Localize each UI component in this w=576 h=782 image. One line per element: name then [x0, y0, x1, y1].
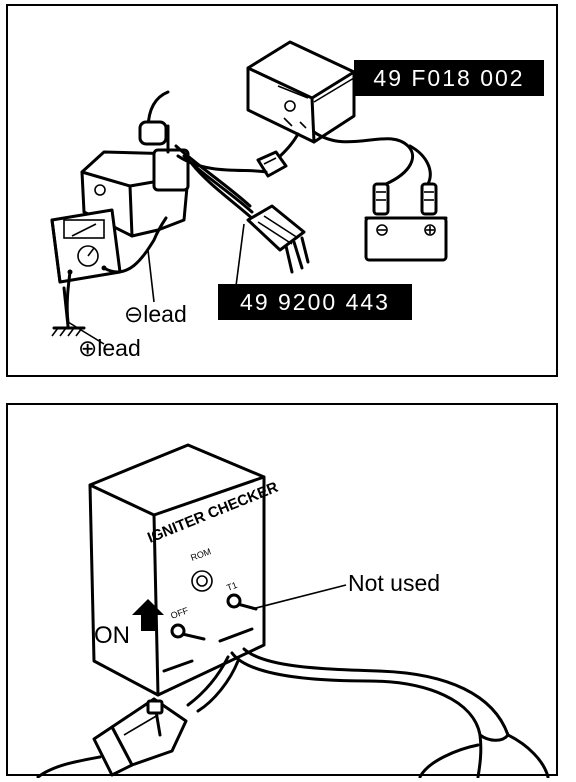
checker-tool-part-number: 49 F018 002 — [373, 65, 524, 91]
checker-tool-part-label: 49 F018 002 — [354, 60, 544, 96]
adapter-harness-illustration — [246, 204, 310, 274]
adapter-harness-part-number: 49 9200 443 — [240, 289, 390, 315]
switch-on-label: ON — [94, 622, 130, 649]
battery-illustration — [364, 216, 448, 262]
ignition-coil-illustration — [80, 90, 190, 238]
checker-tool-illustration — [246, 40, 356, 144]
svg-text:T1: T1 — [225, 580, 238, 593]
adapter-harness-part-label: 49 9200 443 — [218, 284, 412, 320]
bottom-diagram-drawing: ROM OFF T1 IGNITER CHECKER ON — [36, 443, 550, 778]
negative-lead-label: ⊖lead — [124, 301, 187, 327]
not-used-callout: Not used — [348, 570, 440, 596]
bottom-diagram-panel: ROM OFF T1 IGNITER CHECKER ON — [6, 403, 558, 778]
up-arrow-icon — [132, 599, 164, 631]
battery-clips-illustration — [372, 182, 438, 216]
igniter-checker-illustration: ROM OFF T1 — [88, 443, 266, 697]
connector-plug-illustration — [92, 697, 188, 777]
positive-lead-label: ⊕lead — [78, 335, 141, 361]
top-diagram-panel: 49 F018 002 49 9200 443 ⊖lead ⊕lead — [6, 4, 558, 377]
top-diagram-drawing: 49 F018 002 49 9200 443 ⊖lead ⊕lead — [50, 40, 544, 361]
